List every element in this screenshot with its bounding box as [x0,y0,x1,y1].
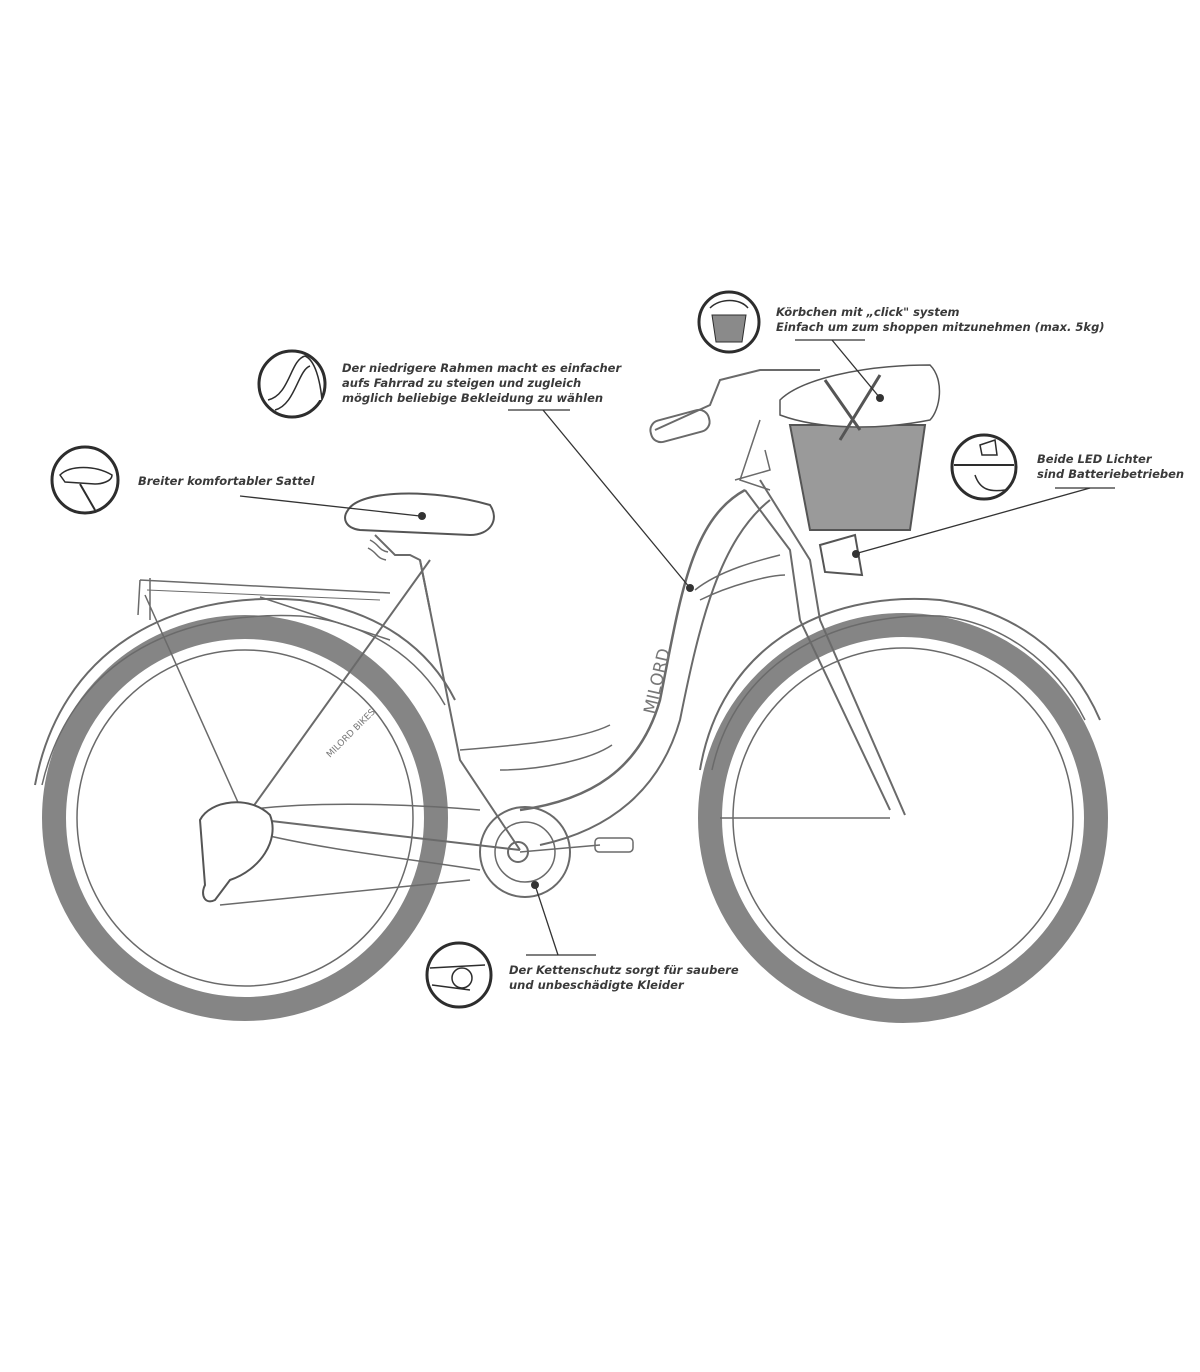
rear-wheel [42,615,448,1021]
callout-line: Der niedrigere Rahmen macht es einfacher [342,361,622,375]
leader-dots [418,394,884,889]
basket-icon [697,290,761,354]
front-basket [779,364,941,531]
callout-line: Einfach um zum shoppen mitzunehmen (max.… [776,320,1105,334]
low-frame-icon [257,349,327,419]
callout-line: Körbchen mit „click" system [776,305,960,319]
basket-callout: Körbchen mit „click" system Einfach um z… [776,305,1105,335]
saddle-callout: Breiter komfortabler Sattel [138,474,315,489]
saddle-icon [50,445,120,515]
milord-bikes-logo: MILORD BIKES [325,707,378,760]
callout-line: Beide LED Lichter [1037,452,1152,466]
callout-line: und unbeschädigte Kleider [509,978,684,992]
milord-logo: MILORD [640,646,675,716]
callout-line: aufs Fahrrad zu steigen und zugleich [342,376,582,390]
chain-guard [219,803,571,906]
callout-line: möglich beliebige Bekleidung zu wählen [342,391,604,405]
frame-callout: Der niedrigere Rahmen macht es einfacher… [342,361,621,406]
callout-line: Der Kettenschutz sorgt für saubere [509,963,739,977]
rear-derailleur [198,801,274,903]
chainguard-callout: Der Kettenschutz sorgt für saubere und u… [509,963,739,993]
lights-callout: Beide LED Lichter sind Batteriebetrieben [1037,452,1184,482]
led-light-icon [950,433,1018,501]
callout-line: sind Batteriebetrieben [1037,467,1185,481]
chain-guard-icon [425,941,493,1009]
leader-lines [239,339,1115,956]
callout-line: Breiter komfortabler Sattel [138,474,315,488]
